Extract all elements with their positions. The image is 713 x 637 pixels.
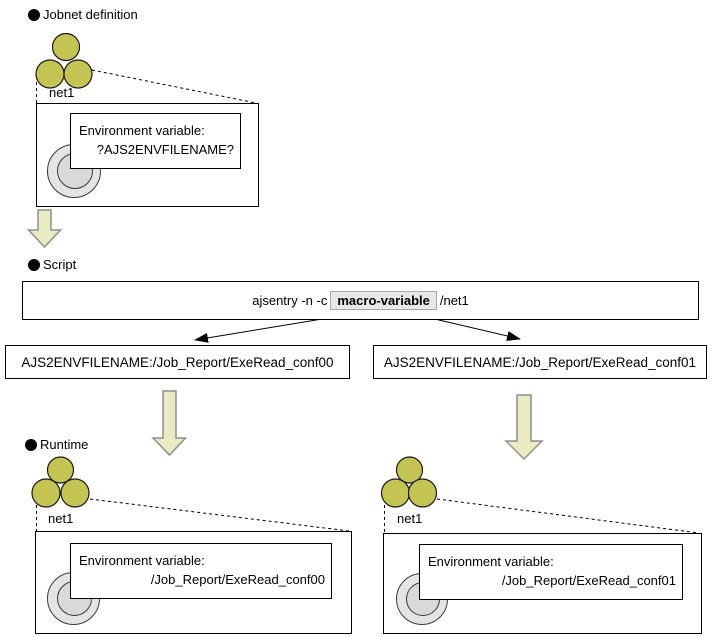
flow-arrow-icon-runtime-left bbox=[151, 390, 188, 457]
macro-variable-chip: macro-variable bbox=[330, 291, 437, 310]
jobnet-name-runtime-right: net1 bbox=[397, 511, 423, 526]
env-value-text-left: AJS2ENVFILENAME:/Job_Report/ExeRead_conf… bbox=[21, 354, 334, 370]
section-title: Script bbox=[43, 257, 77, 272]
jobnet-icon-runtime-right bbox=[380, 456, 438, 508]
section-label-jobnet-definition: Jobnet definition bbox=[28, 7, 138, 22]
section-title: Runtime bbox=[40, 437, 89, 452]
bullet-icon bbox=[28, 258, 40, 271]
section-title: Jobnet definition bbox=[43, 7, 138, 22]
jobnet-icon-runtime-left bbox=[31, 456, 90, 508]
flow-arrow-icon-top bbox=[26, 209, 63, 249]
jobnet-definition-detail-box: Environment variable: ?AJS2ENVFILENAME? bbox=[36, 103, 259, 207]
env-variable-value: /Job_Report/ExeRead_conf01 bbox=[501, 573, 676, 588]
command-prefix: ajsentry -n -c bbox=[252, 293, 328, 308]
env-variable-title: Environment variable: bbox=[428, 554, 554, 569]
command-suffix: /net1 bbox=[439, 293, 469, 308]
env-value-text-right: AJS2ENVFILENAME:/Job_Report/ExeRead_conf… bbox=[383, 354, 697, 370]
flow-arrow-icon-runtime-right bbox=[504, 394, 544, 461]
env-variable-title: Environment variable: bbox=[79, 553, 205, 568]
bullet-icon bbox=[28, 8, 40, 21]
env-value-box-left: AJS2ENVFILENAME:/Job_Report/ExeRead_conf… bbox=[5, 345, 350, 379]
env-variable-box-definition: Environment variable: ?AJS2ENVFILENAME? bbox=[70, 113, 241, 169]
env-variable-box-runtime-left: Environment variable: /Job_Report/ExeRea… bbox=[70, 543, 332, 599]
env-value-box-right: AJS2ENVFILENAME:/Job_Report/ExeRead_conf… bbox=[373, 345, 707, 379]
script-command-box: ajsentry -n -c macro-variable /net1 bbox=[22, 281, 699, 320]
section-label-runtime: Runtime bbox=[25, 437, 88, 452]
runtime-detail-box-right: Environment variable: /Job_Report/ExeRea… bbox=[383, 533, 702, 634]
env-variable-title: Environment variable: bbox=[79, 123, 205, 138]
env-variable-value: /Job_Report/ExeRead_conf00 bbox=[150, 572, 325, 587]
env-variable-box-runtime-right: Environment variable: /Job_Report/ExeRea… bbox=[419, 544, 683, 600]
jobnet-icon-definition bbox=[35, 32, 93, 89]
runtime-detail-box-left: Environment variable: /Job_Report/ExeRea… bbox=[35, 531, 352, 634]
bullet-icon bbox=[25, 438, 37, 451]
expansion-dashed-lines bbox=[36, 69, 700, 534]
env-variable-value: ?AJS2ENVFILENAME? bbox=[96, 142, 234, 157]
section-label-script: Script bbox=[28, 257, 76, 272]
jobnet-name-runtime-left: net1 bbox=[48, 511, 74, 526]
jobnet-name-definition: net1 bbox=[49, 85, 75, 100]
